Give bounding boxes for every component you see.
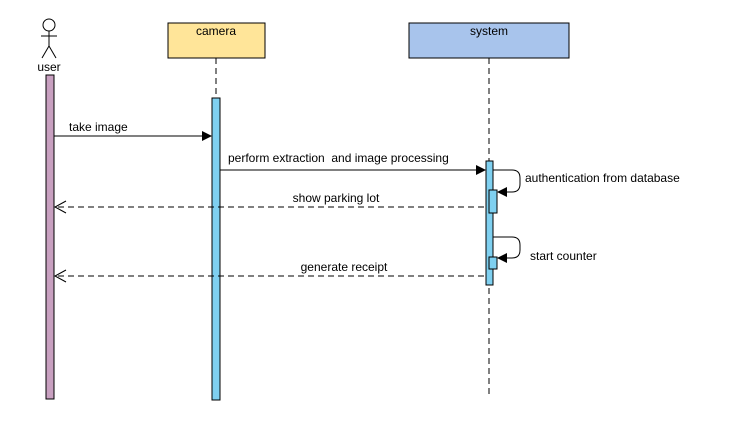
camera-activation-bar xyxy=(211,97,221,401)
message-take-image: take image xyxy=(54,120,212,141)
message-take-image-label: take image xyxy=(69,120,128,134)
participant-system: system xyxy=(408,22,570,398)
message-generate-receipt-label: generate receipt xyxy=(301,260,388,274)
participant-camera-label: camera xyxy=(196,24,236,38)
participant-camera: camera xyxy=(167,22,266,401)
participant-system-label: system xyxy=(470,24,508,38)
message-perform-extraction-label: perform extraction and image processing xyxy=(228,151,449,165)
message-generate-receipt-arrowhead xyxy=(53,269,67,283)
message-show-parking-lot: show parking lot xyxy=(53,191,484,214)
camera-header-box xyxy=(167,22,266,59)
system-nested-activation-counter xyxy=(488,256,498,270)
user-activation-bar xyxy=(45,74,55,400)
stick-figure-actor-icon xyxy=(41,18,57,59)
message-authentication-arrow xyxy=(493,169,521,197)
message-generate-receipt: generate receipt xyxy=(53,260,484,283)
message-start-counter-self: start counter xyxy=(493,236,597,263)
message-show-parking-lot-arrowhead xyxy=(53,200,67,214)
message-show-parking-lot-label: show parking lot xyxy=(293,191,380,205)
message-perform-extraction: perform extraction and image processing xyxy=(220,151,486,175)
participant-user-label: user xyxy=(37,60,60,74)
message-authentication-label: authentication from database xyxy=(525,171,680,185)
system-activation-bar xyxy=(485,160,494,286)
participant-user: user xyxy=(37,18,61,400)
message-start-counter-label: start counter xyxy=(530,249,597,263)
message-start-counter-arrow xyxy=(493,236,521,263)
message-authentication-self: authentication from database xyxy=(493,169,680,197)
system-nested-activation-auth xyxy=(488,189,498,214)
